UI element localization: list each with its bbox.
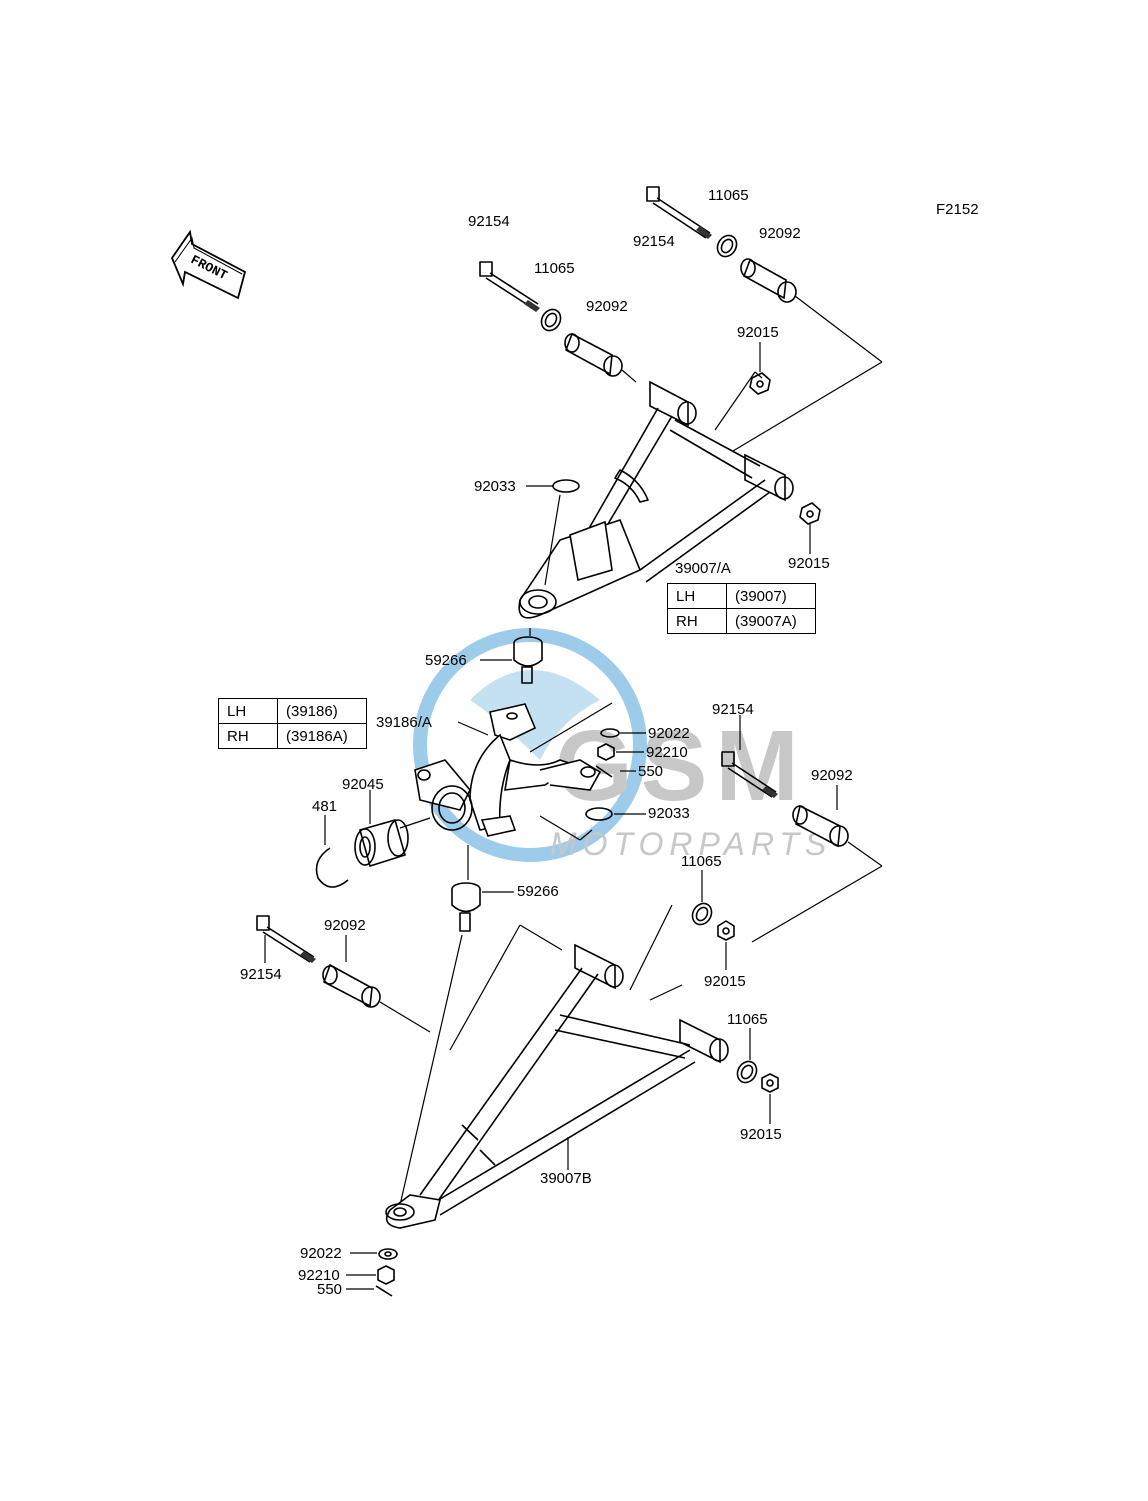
callout-upper-snapring: 92033 (474, 478, 516, 495)
knuckle-pin (595, 765, 636, 778)
table-row: RH (39007A) (667, 608, 816, 634)
callout-lower-bolt-right: 92154 (712, 701, 754, 718)
upper-left-hardware (479, 261, 637, 383)
lower-balljoint (399, 845, 514, 1206)
callout-knuckle-snapring: 92033 (648, 805, 690, 822)
callout-lower-washer-right: 11065 (727, 1011, 768, 1028)
callout-knuckle-pin: 550 (638, 763, 663, 780)
callout-lower-bushing-right: 92092 (811, 767, 853, 784)
lower-washer (350, 1248, 398, 1260)
table-cell-part: (39007A) (726, 608, 816, 634)
table-cell-side: RH (218, 723, 278, 749)
knuckle-side-table: LH (39186) RH (39186A) (218, 698, 367, 749)
table-cell-part: (39007) (726, 583, 816, 609)
callout-upper-bolt-left: 92154 (468, 213, 510, 230)
callout-upper-nut-bottom: 92015 (788, 555, 830, 572)
callout-lower-nut-right: 92015 (740, 1126, 782, 1143)
callout-upper-bushing-right: 92092 (759, 225, 801, 242)
lower-nut (346, 1265, 395, 1285)
lower-mid-nut (717, 920, 735, 970)
knuckle-snapring (585, 807, 646, 821)
table-cell-part: (39186A) (277, 723, 367, 749)
table-row: LH (39186) (218, 698, 367, 724)
circlip (315, 815, 349, 888)
lower-a-arm (385, 904, 729, 1229)
callout-lower-bolt-left: 92154 (240, 966, 282, 983)
lower-pin (346, 1285, 393, 1297)
watermark-text: MOTORPARTS (550, 826, 832, 862)
callout-lower-balljoint: 59266 (517, 883, 559, 900)
callout-knuckle-nut: 92210 (646, 744, 688, 761)
steering-knuckle (399, 702, 613, 841)
table-cell-side: LH (667, 583, 727, 609)
upper-arm-side-table: LH (39007) RH (39007A) (667, 583, 816, 634)
callout-upper-arm: 39007/A (675, 560, 731, 577)
knuckle-washer (600, 728, 646, 738)
table-cell-part: (39186) (277, 698, 367, 724)
upper-right-hardware (646, 186, 883, 452)
knuckle-nut (597, 743, 644, 761)
callout-upper-washer-left: 11065 (534, 260, 575, 277)
table-cell-side: LH (218, 698, 278, 724)
lower-right-washer (736, 1028, 758, 1084)
upper-nut-bottom (799, 502, 821, 554)
front-arrow-icon: FRONT (170, 229, 247, 300)
callout-knuckle: 39186/A (376, 714, 432, 731)
callout-upper-washer-right: 11065 (708, 187, 749, 204)
table-row: RH (39186A) (218, 723, 367, 749)
callout-lower-nut-mid: 92015 (704, 973, 746, 990)
callout-circlip: 481 (312, 798, 337, 815)
upper-snapring (526, 479, 580, 586)
callout-lower-washer: 92022 (300, 1245, 342, 1262)
figure-code: F2152 (936, 201, 979, 218)
lower-left-hardware (256, 915, 431, 1033)
watermark: GSM MOTORPARTS (413, 628, 832, 862)
upper-balljoint (480, 628, 543, 684)
lower-right-hardware (721, 715, 883, 943)
callout-lower-arm: 39007B (540, 1170, 592, 1187)
callout-lower-pin: 550 (317, 1281, 342, 1298)
callout-upper-bolt-right: 92154 (633, 233, 675, 250)
watermark-logo: GSM (555, 710, 807, 822)
callout-lower-nut: 92210 (298, 1267, 340, 1284)
callout-upper-nut-top: 92015 (737, 324, 779, 341)
callout-lower-washer-mid: 11065 (681, 853, 722, 870)
callout-upper-balljoint: 59266 (425, 652, 467, 669)
callout-knuckle-washer: 92022 (648, 725, 690, 742)
upper-nut-top (749, 342, 771, 395)
lower-right-nut (761, 1073, 779, 1124)
table-cell-side: RH (667, 608, 727, 634)
callout-upper-bushing-left: 92092 (586, 298, 628, 315)
lower-mid-washer (691, 870, 713, 926)
upper-a-arm (518, 371, 794, 619)
callout-lower-bushing-left: 92092 (324, 917, 366, 934)
table-row: LH (39007) (667, 583, 816, 609)
wheel-bearing (354, 790, 409, 868)
callout-bearing: 92045 (342, 776, 384, 793)
